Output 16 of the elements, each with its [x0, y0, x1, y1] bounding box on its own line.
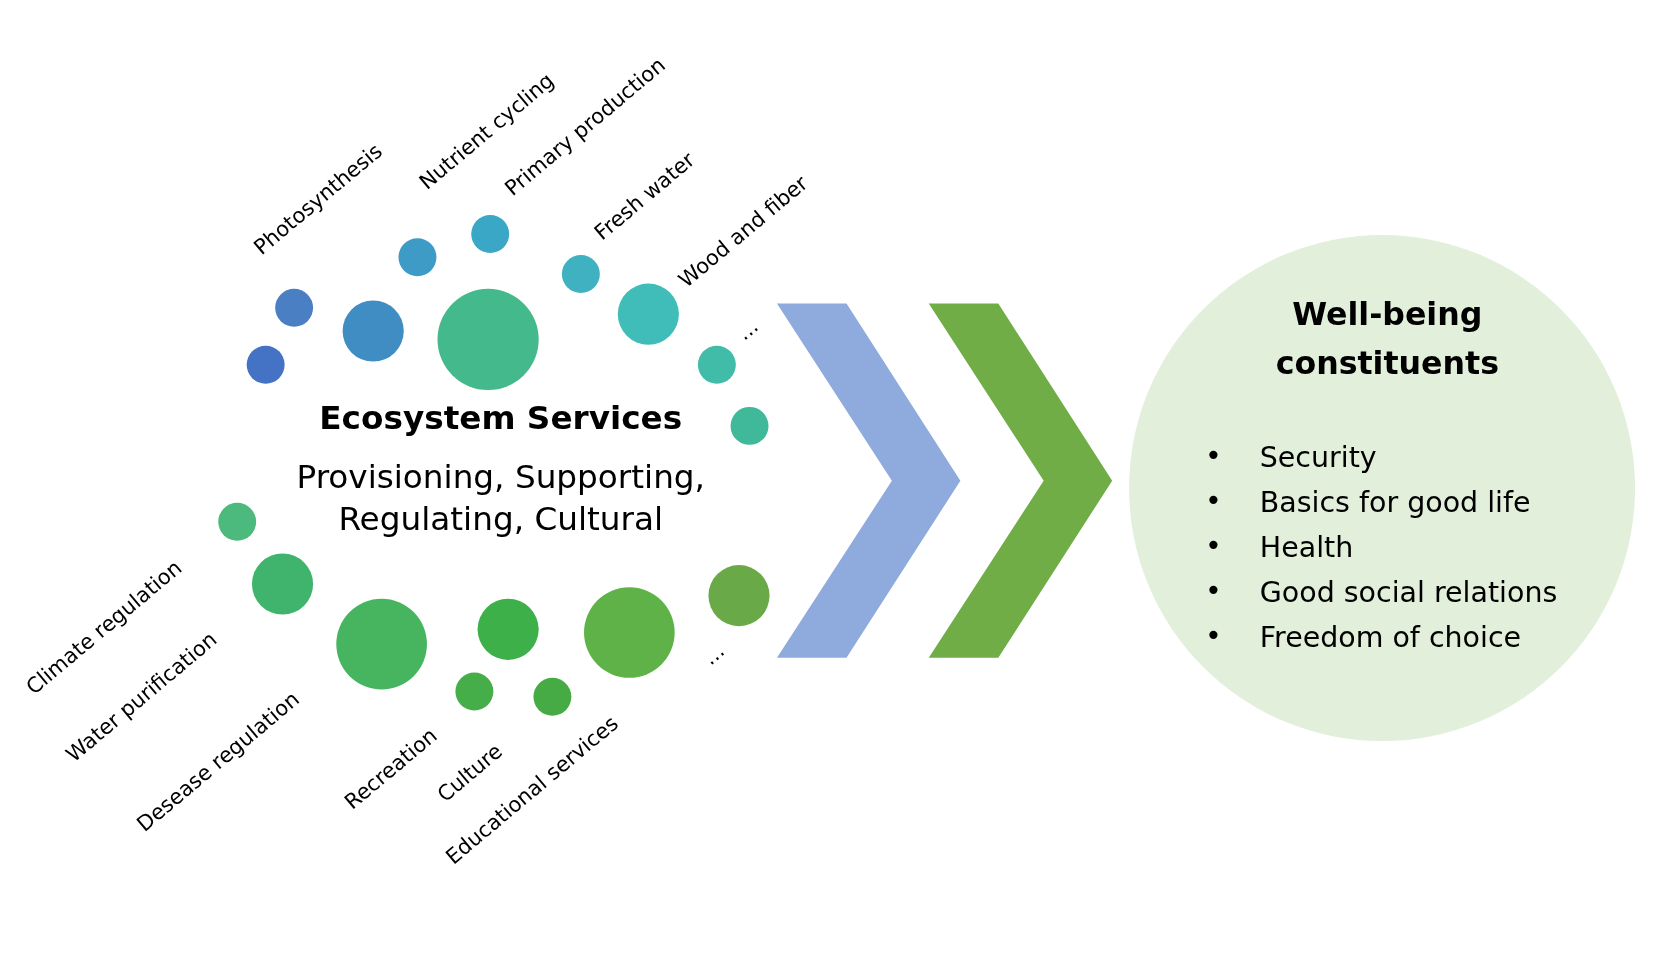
list-item: Good social relations	[1258, 574, 1558, 611]
list-item: Freedom of choice	[1258, 619, 1523, 656]
bullet: •	[1204, 485, 1222, 515]
ellipsis-label: ...	[732, 314, 762, 344]
ellipsis-label: ...	[699, 639, 729, 669]
heading: Ecosystem Services	[319, 398, 683, 437]
subtitle: Provisioning, Supporting, Regulating, Cultural	[295, 456, 706, 540]
bullet: •	[1204, 620, 1222, 650]
double-chevron-arrow	[776, 303, 1113, 658]
heading: Well-being constituents	[1274, 294, 1500, 384]
list-item: Basics for good life	[1258, 484, 1532, 521]
list-item: Health	[1258, 529, 1355, 566]
bullet: •	[1204, 530, 1222, 560]
bullet: •	[1204, 575, 1222, 605]
list-item: Security	[1258, 439, 1378, 476]
bullet: •	[1204, 440, 1222, 470]
